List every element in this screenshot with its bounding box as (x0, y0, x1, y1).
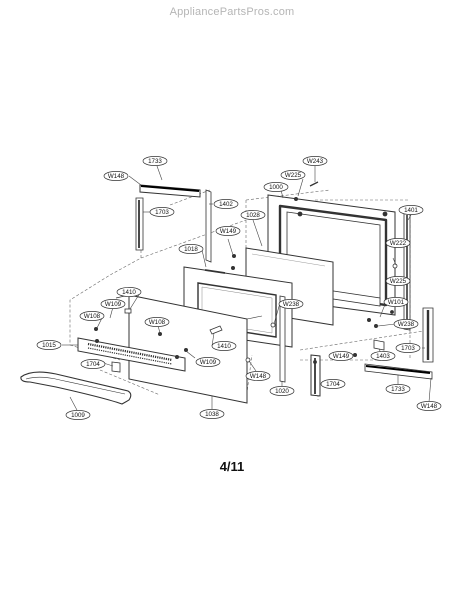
svg-text:W149: W149 (220, 228, 237, 235)
svg-text:W225: W225 (390, 278, 407, 285)
callout-1733-bottom: 1733 (385, 384, 411, 394)
latch-1704-left (111, 361, 121, 373)
callout-1009: 1009 (65, 410, 91, 420)
callout-1703-right: 1703 (395, 343, 421, 353)
svg-text:1038: 1038 (205, 411, 219, 418)
callout-1028: 1028 (240, 210, 266, 220)
callout-1015: 1015 (36, 340, 62, 350)
svg-text:1410: 1410 (217, 343, 231, 350)
svg-text:1733: 1733 (148, 158, 162, 165)
callout-1000: 1000 (263, 182, 289, 192)
svg-text:1704: 1704 (326, 381, 340, 388)
page-number: 4/11 (219, 459, 245, 474)
svg-text:1402: 1402 (219, 201, 233, 208)
vent-duct-1015 (77, 337, 186, 372)
hardware-screws (94, 181, 405, 363)
svg-text:1015: 1015 (42, 342, 56, 349)
handle-1009 (20, 371, 132, 405)
callout-1704-right: 1704 (320, 379, 346, 389)
svg-text:1401: 1401 (404, 207, 418, 214)
watermark: AppliancePartsPros.com (169, 6, 295, 18)
svg-text:W109: W109 (200, 359, 217, 366)
callout-1402: 1402 (213, 199, 239, 209)
callout-1038: 1038 (199, 409, 225, 419)
hinge-1403 (373, 339, 385, 351)
svg-text:W148: W148 (250, 373, 267, 380)
svg-text:1410: 1410 (122, 289, 136, 296)
callout-w243: W243 (302, 156, 328, 166)
callout-1410-top: 1410 (116, 287, 142, 297)
svg-text:1703: 1703 (155, 209, 169, 216)
callout-w148-top: W148 (103, 171, 129, 181)
callout-1410-bottom: 1410 (211, 341, 237, 351)
callout-w101: W101 (383, 297, 409, 307)
callout-labels: 1733 W148 1703 1402 W243 W225 1000 1028 … (36, 156, 442, 420)
svg-text:1009: 1009 (71, 412, 85, 419)
callout-1703-left: 1703 (149, 207, 175, 217)
svg-text:W238: W238 (398, 321, 415, 328)
svg-text:W109: W109 (105, 301, 122, 308)
svg-text:1000: 1000 (269, 184, 283, 191)
callout-w238-center: W238 (278, 299, 304, 309)
svg-text:W108: W108 (149, 319, 166, 326)
door-frame-side-1020 (279, 295, 286, 383)
callout-w225-top: W225 (280, 170, 306, 180)
frame-edge-1402 (205, 189, 212, 263)
callout-w225-right: W225 (385, 276, 411, 286)
callout-w238-right: W238 (393, 319, 419, 329)
svg-text:1028: 1028 (246, 212, 260, 219)
callout-w149-bottom: W149 (328, 351, 354, 361)
callout-1704-left: 1704 (80, 359, 106, 369)
hinge-1704-right (310, 354, 321, 397)
svg-text:1703: 1703 (401, 345, 415, 352)
callout-w148-bottom-right: W148 (416, 401, 442, 411)
svg-text:W101: W101 (388, 299, 405, 306)
callout-1403: 1403 (370, 351, 396, 361)
svg-text:1704: 1704 (86, 361, 100, 368)
svg-text:W243: W243 (307, 158, 324, 165)
callout-w108-center: W108 (144, 317, 170, 327)
callout-1401: 1401 (398, 205, 424, 215)
svg-text:W225: W225 (285, 172, 302, 179)
svg-text:W108: W108 (84, 313, 101, 320)
svg-text:1018: 1018 (184, 246, 198, 253)
callout-w109-bottom: W109 (195, 357, 221, 367)
callout-w109-left: W109 (100, 299, 126, 309)
callout-1733-top: 1733 (142, 156, 168, 166)
svg-text:W238: W238 (283, 301, 300, 308)
svg-text:W148: W148 (108, 173, 125, 180)
callout-w108-left: W108 (79, 311, 105, 321)
callout-w148-center: W148 (245, 371, 271, 381)
callout-w149-top: W149 (215, 226, 241, 236)
callout-1020: 1020 (269, 386, 295, 396)
svg-text:W148: W148 (421, 403, 438, 410)
svg-text:1403: 1403 (376, 353, 390, 360)
callout-w222: W222 (385, 238, 411, 248)
svg-text:1733: 1733 (391, 386, 405, 393)
svg-text:1020: 1020 (275, 388, 289, 395)
svg-text:W222: W222 (390, 240, 407, 247)
callout-1018: 1018 (178, 244, 204, 254)
svg-text:W149: W149 (333, 353, 350, 360)
